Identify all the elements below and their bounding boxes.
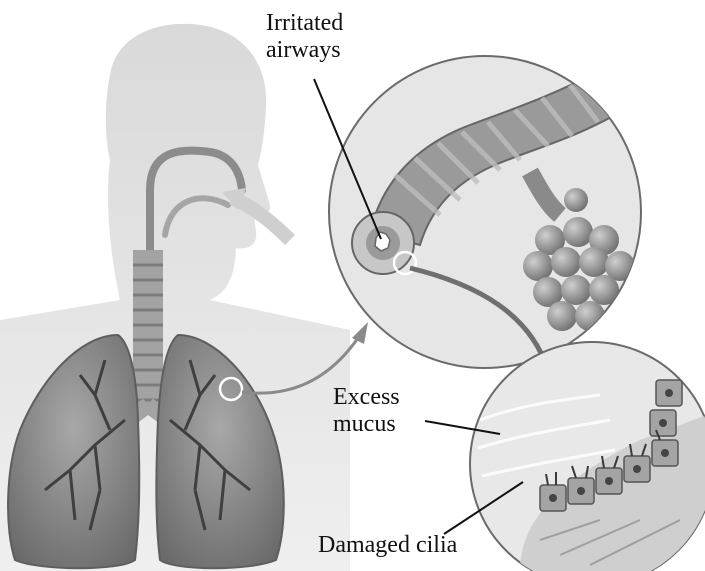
label-irritated-airways: Irritated airways xyxy=(266,10,343,64)
label-excess-mucus: Excess mucus xyxy=(333,384,400,438)
magnified-airway-circle xyxy=(329,56,641,368)
label-irritated-airways-line2: airways xyxy=(266,37,343,64)
label-irritated-airways-line1: Irritated xyxy=(266,10,343,37)
label-damaged-cilia: Damaged cilia xyxy=(318,532,457,559)
magnified-tissue-circle xyxy=(470,342,705,571)
label-excess-mucus-line2: mucus xyxy=(333,411,400,438)
label-excess-mucus-line1: Excess xyxy=(333,384,400,411)
